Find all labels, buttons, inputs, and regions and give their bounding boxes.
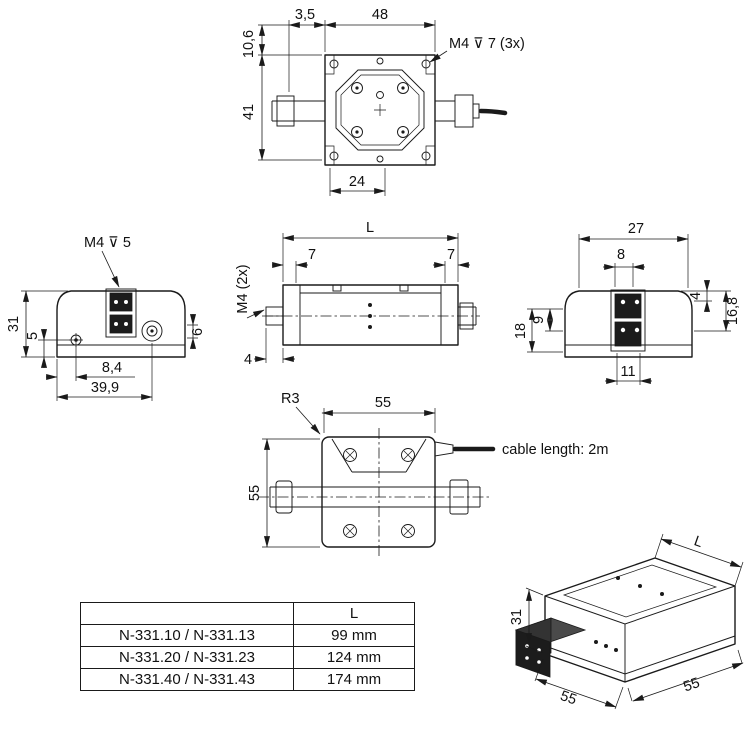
dim-55-left: 55 <box>558 688 579 708</box>
dim-4: 4 <box>688 292 704 300</box>
left-view-dimensions: M4 ⊽ 5 31 5 6 8,4 39,9 <box>6 235 206 401</box>
platform-octagon-inner <box>340 74 420 146</box>
bottom-view-dimensions: R3 55 55 cable length: 2m <box>247 391 608 548</box>
dim-8-4: 8,4 <box>102 360 122 376</box>
note-m4-depth7: M4 ⊽ 7 (3x) <box>449 36 525 52</box>
spec-table: L N-331.10 / N-331.13 99 mm N-331.20 / N… <box>80 602 415 691</box>
body-lines <box>299 285 442 345</box>
dim-r3: R3 <box>281 391 300 407</box>
top-notch <box>399 284 409 292</box>
dim-31: 31 <box>6 316 22 332</box>
iso-dimensions: L 31 55 55 <box>509 533 744 710</box>
length-cell: 124 mm <box>293 646 415 669</box>
cable <box>478 108 508 116</box>
note-m4-depth5: M4 ⊽ 5 <box>84 235 131 251</box>
model-cell: N-331.10 / N-331.13 <box>80 624 294 647</box>
side-view-right: 27 8 4 16,8 9 18 11 <box>513 221 741 385</box>
dim-48: 48 <box>372 7 388 23</box>
platform-screws <box>351 82 409 138</box>
dim-9: 9 <box>531 316 547 324</box>
model-cell: N-331.20 / N-331.23 <box>80 646 294 669</box>
dim-31: 31 <box>509 609 525 625</box>
dim-16-8: 16,8 <box>725 297 741 325</box>
top-view: 3,5 48 10,6 41 24 M4 ⊽ 7 (3x) <box>241 7 525 196</box>
leader-m4 <box>429 50 448 63</box>
side-view-left: M4 ⊽ 5 31 5 6 8,4 39,9 <box>6 235 206 401</box>
plate-outline <box>321 436 436 548</box>
strain-relief <box>434 441 454 457</box>
side-hole <box>69 333 83 347</box>
iso-connector <box>514 617 587 678</box>
top-view-dimensions: 3,5 48 10,6 41 24 M4 ⊽ 7 (3x) <box>241 7 525 196</box>
dim-6: 6 <box>190 328 206 336</box>
dim-4: 4 <box>244 352 252 368</box>
rod-end <box>458 302 477 330</box>
dim-27: 27 <box>628 221 644 237</box>
dim-41: 41 <box>241 104 257 120</box>
top-platform <box>562 564 718 618</box>
iso-view: L 31 55 55 <box>509 533 744 710</box>
length-cell: 174 mm <box>293 668 415 691</box>
bottom-view: R3 55 55 cable length: 2m <box>247 391 608 556</box>
center-mark <box>374 104 386 116</box>
dim-L: L <box>366 220 374 236</box>
table-corner-cell <box>80 602 294 625</box>
table-row: N-331.10 / N-331.13 99 mm <box>80 624 415 647</box>
cable-exit <box>434 441 496 457</box>
table-header-length: L <box>293 602 415 625</box>
dim-55-height: 55 <box>247 485 263 501</box>
stage-plate-outline <box>324 54 436 166</box>
body-outline <box>56 290 186 358</box>
dim-18: 18 <box>513 323 529 339</box>
model-cell: N-331.40 / N-331.43 <box>80 668 294 691</box>
note-m4-2x: M4 (2x) <box>235 264 251 313</box>
runner-tip <box>265 306 284 326</box>
dim-55-right: 55 <box>681 675 701 695</box>
pin-connector <box>610 289 646 352</box>
front-view-dimensions: L 7 7 M4 (2x) 4 <box>235 220 470 368</box>
top-notch <box>332 284 342 292</box>
table-row: N-331.40 / N-331.43 174 mm <box>80 668 415 691</box>
length-cell: 99 mm <box>293 624 415 647</box>
base-seam <box>544 635 736 675</box>
dim-3-5: 3,5 <box>295 7 315 23</box>
corner-steps <box>325 55 435 165</box>
dim-5: 5 <box>25 332 41 340</box>
body-silhouette <box>544 557 736 683</box>
cable-length-note: cable length: 2m <box>502 442 608 458</box>
body-outline <box>564 290 693 358</box>
mounting-holes <box>329 57 431 163</box>
dim-10-6: 10,6 <box>241 30 257 58</box>
platform-octagon <box>335 69 425 151</box>
dim-24: 24 <box>349 174 365 190</box>
body-edges <box>544 585 736 682</box>
table-row: N-331.20 / N-331.23 124 mm <box>80 646 415 669</box>
round-connector <box>141 320 163 342</box>
dim-8: 8 <box>617 247 625 263</box>
front-view: L 7 7 M4 (2x) 4 <box>235 220 480 368</box>
dim-11: 11 <box>620 364 635 380</box>
center-hole <box>376 91 384 99</box>
dim-7-right: 7 <box>447 247 455 263</box>
dim-55-width: 55 <box>375 395 391 411</box>
plate-screws <box>343 448 415 538</box>
pin-connector <box>105 288 137 338</box>
dim-39-9: 39,9 <box>91 380 119 396</box>
dim-L: L <box>692 533 705 551</box>
drive-rod <box>271 94 508 128</box>
dim-7-left: 7 <box>308 247 316 263</box>
right-view-dimensions: 27 8 4 16,8 9 18 11 <box>513 221 741 385</box>
model-length-table: L N-331.10 / N-331.13 99 mm N-331.20 / N… <box>80 602 415 691</box>
